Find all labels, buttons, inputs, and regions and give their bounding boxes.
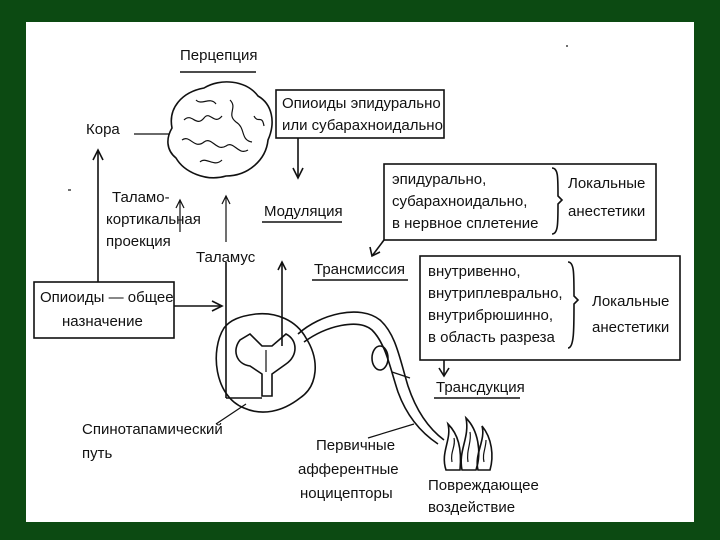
dorsal-root-ganglion — [371, 345, 389, 371]
box-epidural-anesthetics-1: Локальные — [568, 175, 645, 192]
thalamus-to-cortex-head — [175, 198, 185, 209]
box-epidural-anesthetics: эпидурально, субарахноидально, в нервное… — [383, 163, 657, 241]
thalamus-up-head — [221, 194, 231, 205]
label-spinothalamic-1: Спинотапамический — [82, 421, 223, 438]
label-afferent-2: афферентные — [298, 461, 399, 478]
arrow-to-modulation-head — [292, 167, 304, 180]
damage-flame-icon — [443, 415, 493, 471]
box-iv-anesthetics: внутривенно, внутриплеврально, внутрибрю… — [419, 255, 681, 361]
brain-illustration — [167, 81, 273, 179]
arrow-to-cortex-head — [92, 148, 104, 161]
label-thalamus: Таламус — [196, 249, 256, 266]
diagram-canvas — [26, 22, 694, 522]
box-iv-line2: внутриплеврально, — [428, 285, 563, 302]
spinothalamic-leader — [215, 403, 247, 425]
ganglion-mark — [391, 371, 411, 379]
box-opioids-spinal-line2: или субарахноидально — [282, 117, 443, 134]
brace-epidural — [551, 167, 564, 235]
arrow-to-spinal-cord-head — [211, 300, 224, 312]
label-damage-2: воздействие — [428, 499, 515, 516]
dorsal-root-inner — [303, 323, 439, 445]
label-cortex: Кора — [86, 121, 120, 138]
spinal-cord-illustration — [215, 260, 445, 445]
box-opioids-general-line1: Опиоиды — общее — [40, 289, 174, 306]
brace-iv — [567, 261, 580, 349]
label-thalamocortical-2: кортикальная — [106, 211, 201, 228]
arrow-to-transmission — [371, 239, 385, 257]
box-epidural-line1: эпидурально, — [392, 171, 486, 188]
box-epidural-line3: в нервное сплетение — [392, 215, 538, 232]
box-opioids-general-line2: назначение — [62, 313, 143, 330]
box-epidural-line2: субарахноидально, — [392, 193, 527, 210]
afferent-leader — [367, 423, 415, 439]
descending-line-head — [277, 260, 287, 271]
label-transduction: Трансдукция — [436, 379, 525, 396]
label-modulation: Модуляция — [264, 203, 343, 220]
box-opioids-spinal: Опиоиды эпидурально или субарахноидально — [275, 89, 445, 139]
box-opioids-general: Опиоиды — общее назначение — [33, 281, 175, 339]
box-iv-line4: в область разреза — [428, 329, 555, 346]
label-damage-1: Повреждающее — [428, 477, 539, 494]
label-spinothalamic-2: путь — [82, 445, 112, 462]
label-thalamocortical-1: Таламо- — [112, 189, 170, 206]
label-perception: Перцепция — [180, 47, 257, 64]
label-transmission: Трансмиссия — [314, 261, 405, 278]
arrow-to-transmission-head — [369, 246, 381, 258]
arrow-to-transduction-head — [438, 367, 450, 378]
label-thalamocortical-3: проекция — [106, 233, 171, 250]
box-iv-line3: внутрибрюшинно, — [428, 307, 553, 324]
label-afferent-3: ноцицепторы — [300, 485, 393, 502]
box-epidural-anesthetics-2: анестетики — [568, 203, 645, 220]
box-iv-line1: внутривенно, — [428, 263, 521, 280]
dorsal-root — [297, 311, 445, 441]
label-afferent-1: Первичные — [316, 437, 395, 454]
box-iv-anesthetics-2: анестетики — [592, 319, 669, 336]
box-opioids-spinal-line1: Опиоиды эпидурально — [282, 95, 441, 112]
box-iv-anesthetics-1: Локальные — [592, 293, 669, 310]
